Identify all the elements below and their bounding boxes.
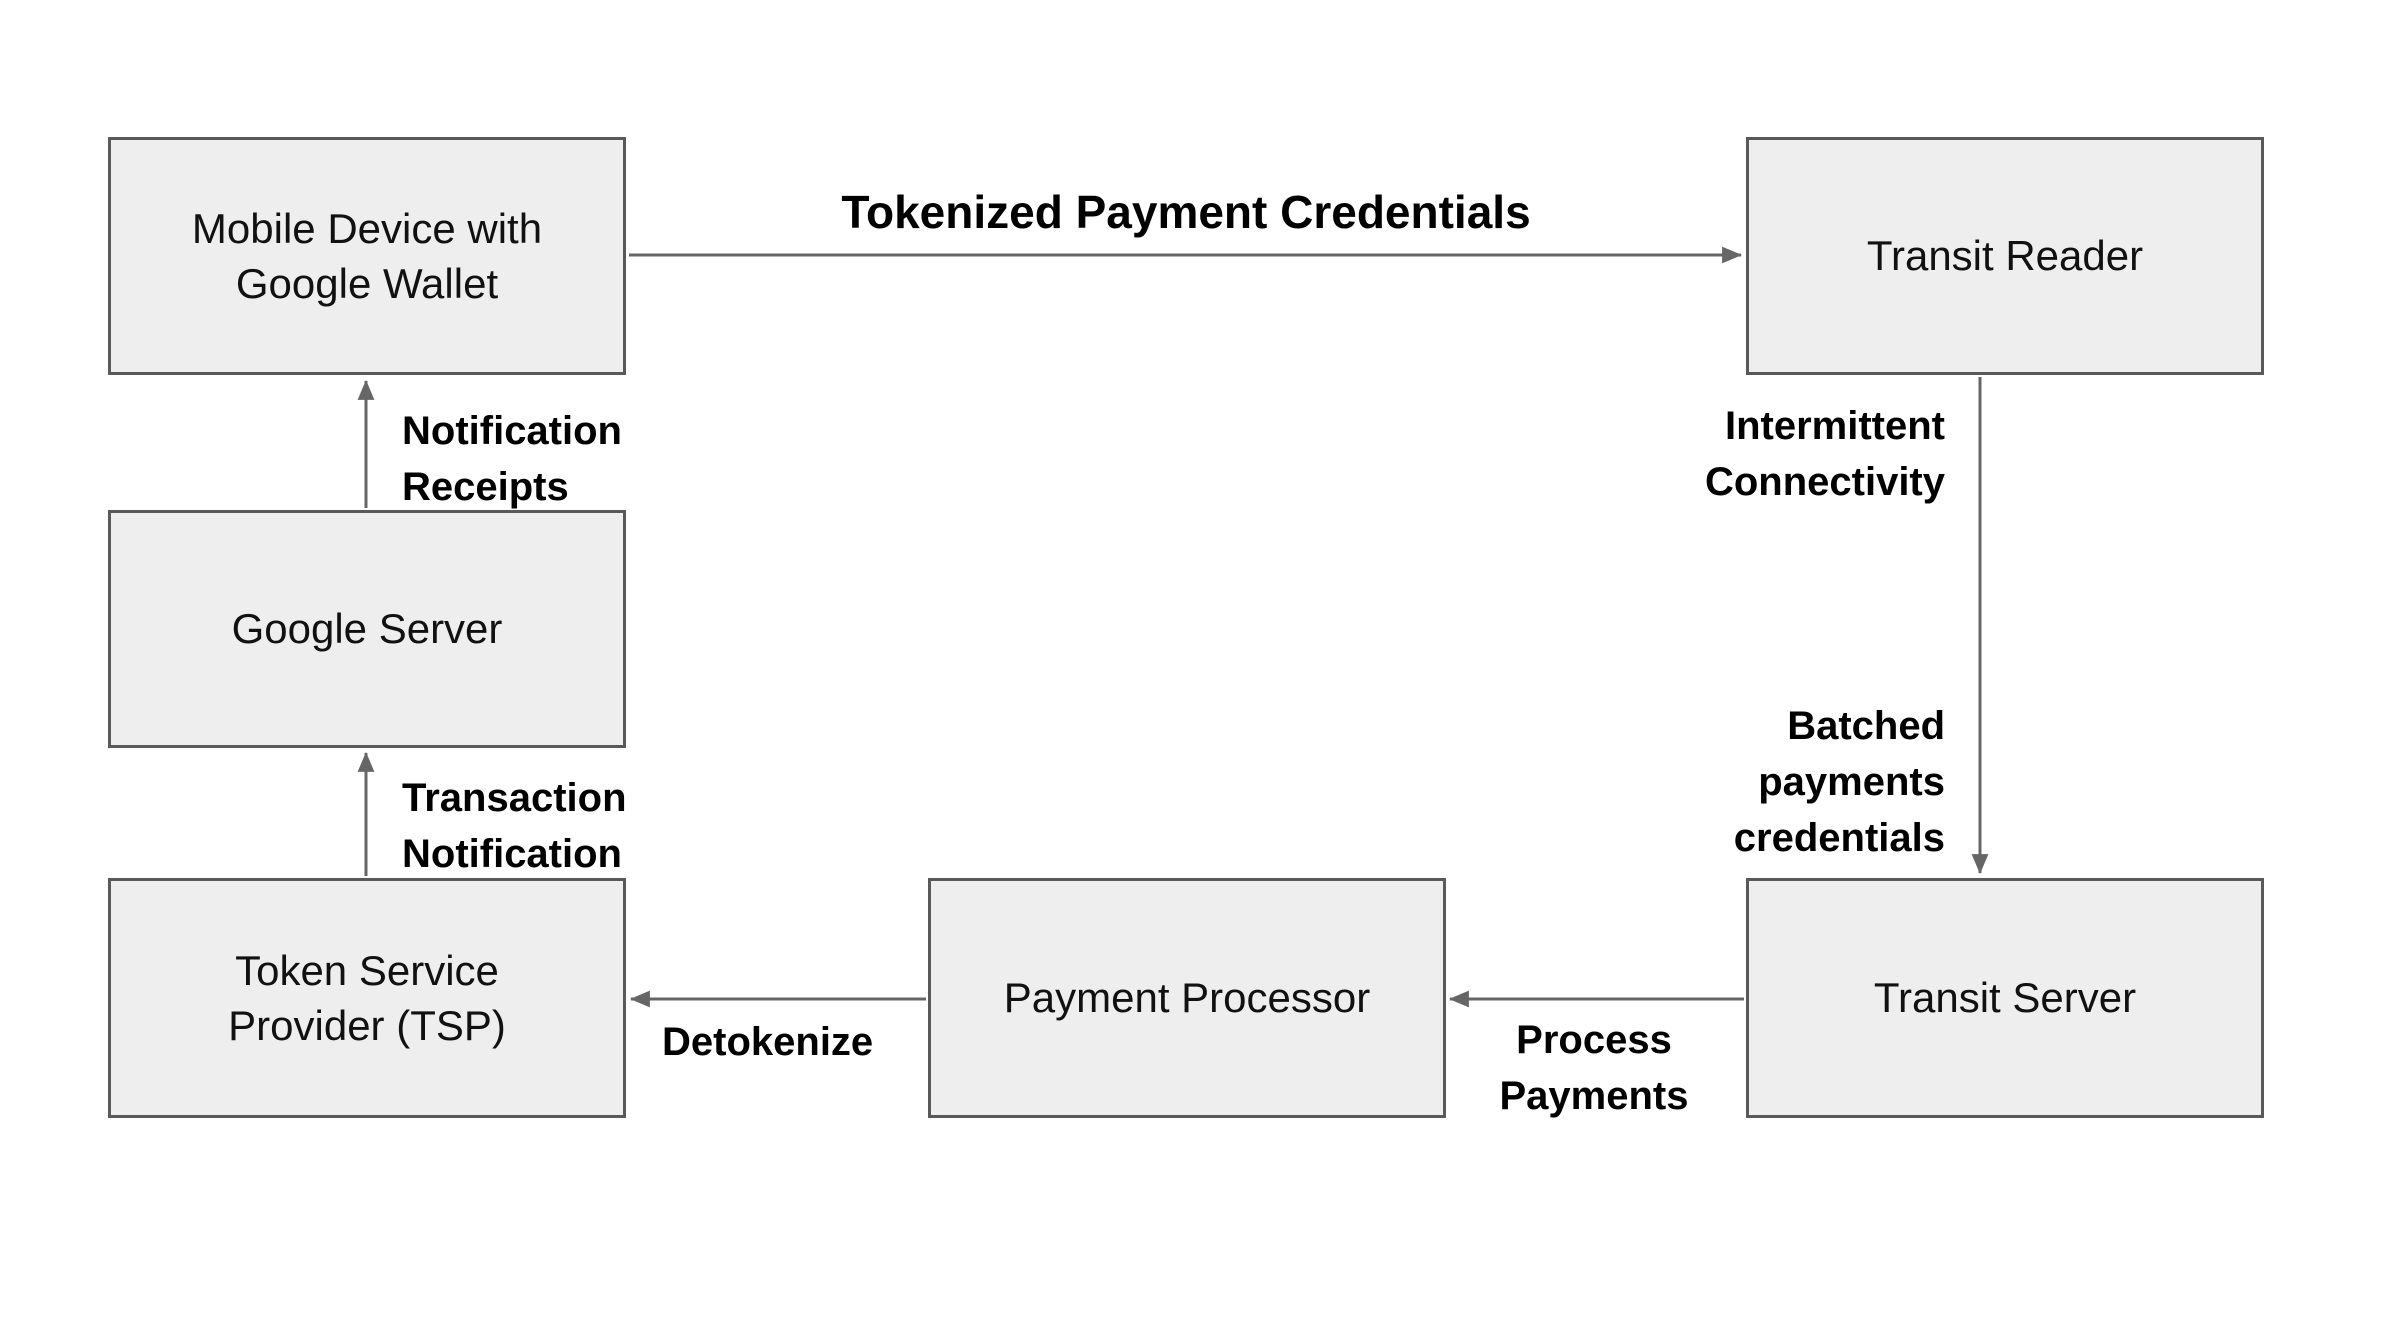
- node-label-transit-reader: Transit Reader: [1866, 232, 2144, 280]
- node-token-service-provider: Token Service Provider (TSP): [108, 878, 626, 1118]
- edge-label-batched-payments-credentials: Batched payments credentials: [1733, 704, 1945, 860]
- edge-label-notification-receipts: Notification Receipts: [402, 409, 622, 509]
- node-label-payment-processor: Payment Processor: [1003, 974, 1371, 1022]
- edge-label-transaction-notification: Transaction Notification: [402, 776, 627, 876]
- node-label-token-service-provider: Token Service Provider (TSP): [228, 946, 506, 1049]
- node-transit-server: Transit Server: [1746, 878, 2264, 1118]
- edge-label-tokenized-payment-credentials: Tokenized Payment Credentials: [841, 186, 1531, 238]
- edge-label-detokenize: Detokenize: [662, 1020, 874, 1064]
- node-label-google-server: Google Server: [231, 605, 503, 653]
- edge-label-process-payments: Process Payments: [1499, 1018, 1689, 1118]
- node-label-transit-server: Transit Server: [1873, 974, 2137, 1022]
- node-google-server: Google Server: [108, 510, 626, 748]
- node-mobile-device: Mobile Device with Google Wallet: [108, 137, 626, 375]
- node-payment-processor: Payment Processor: [928, 878, 1446, 1118]
- node-label-mobile-device: Mobile Device with Google Wallet: [191, 204, 543, 307]
- node-transit-reader: Transit Reader: [1746, 137, 2264, 375]
- edge-label-intermittent-connectivity: Intermittent Connectivity: [1704, 404, 1945, 504]
